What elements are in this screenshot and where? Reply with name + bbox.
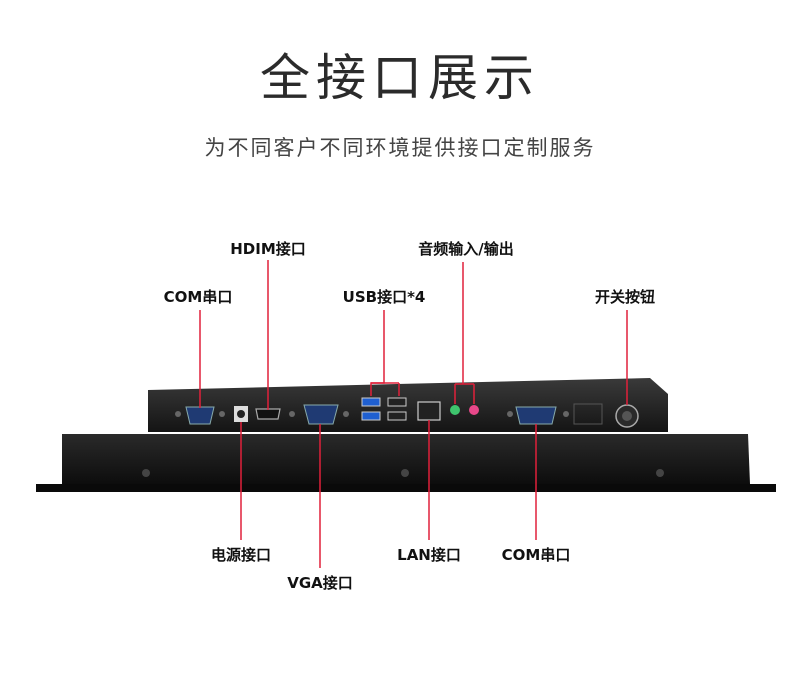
screw-middle [401,469,409,477]
usb-port [361,411,381,421]
page-subtitle: 为不同客户不同环境提供接口定制服务 [204,136,596,160]
page-title: 全接口展示 [260,49,540,107]
label-com-left: COM串口 [163,288,233,306]
hdmi-port [255,408,281,420]
screw-left [142,469,150,477]
label-usb: USB接口*4 [342,288,426,306]
panel-screw [343,411,349,417]
panel-screw [219,411,225,417]
usb-port [387,397,407,407]
panel-screw [175,411,181,417]
vga-port [303,404,339,425]
power-button-inner [622,411,632,421]
lan-port [417,401,441,421]
leader-lines [199,260,628,568]
com-port-left [185,406,215,425]
usb-port [387,411,407,421]
device-flange [36,484,776,492]
panel-screw [289,411,295,417]
panel-screw [507,411,513,417]
label-power-button: 开关按钮 [594,288,656,306]
audio-in-port [450,405,460,415]
label-vga: VGA接口 [287,574,353,592]
audio-out-port [469,405,479,415]
com-port-right [515,406,557,425]
label-audio: 音频输入/输出 [418,240,514,258]
label-power-input: 电源接口 [210,546,272,564]
panel-screw [563,411,569,417]
label-com-right: COM串口 [501,546,571,564]
power-jack-hole [237,410,245,418]
label-lan: LAN接口 [397,546,461,564]
usb-port [361,397,381,407]
label-hdmi: HDIM接口 [230,240,306,258]
screw-right [656,469,664,477]
dc-outline [573,403,603,425]
device-chassis [62,434,750,484]
